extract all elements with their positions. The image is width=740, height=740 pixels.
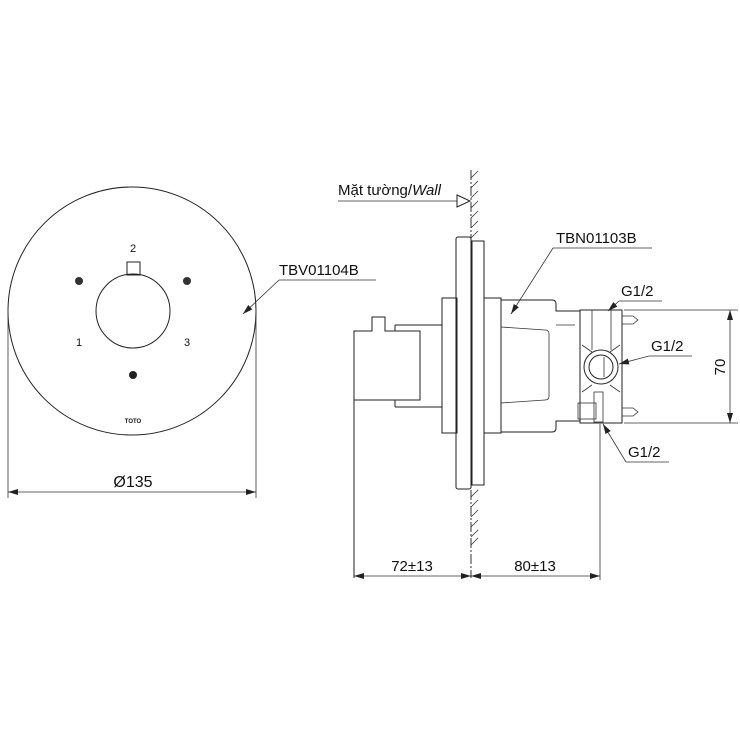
front-depth-label: 72±13 bbox=[391, 558, 433, 575]
rear-depth-label: 80±13 bbox=[514, 558, 556, 575]
indicator-dot-right bbox=[183, 277, 191, 285]
body-label-leader bbox=[510, 247, 554, 315]
position-label-2: 2 bbox=[130, 243, 136, 255]
wall-hatch-top bbox=[470, 170, 479, 239]
handle-key-notch bbox=[126, 261, 141, 276]
port-label-bottom: G1/2 bbox=[628, 444, 661, 461]
side-view: Mặt tường/Wall bbox=[338, 170, 738, 580]
indicator-dot-left bbox=[75, 277, 83, 285]
front-view: 2 1 3 TOTO TBV01104B Ø135 bbox=[7, 186, 376, 498]
center-port-inner bbox=[588, 354, 614, 380]
mount-screw-top bbox=[622, 315, 639, 325]
plate-rear bbox=[471, 240, 485, 486]
bottom-outlet bbox=[593, 391, 604, 423]
flange-front bbox=[441, 297, 458, 434]
cover-part-label: TBV01104B bbox=[279, 262, 359, 279]
wall-marker-triangle bbox=[456, 194, 472, 208]
bottom-bracket bbox=[577, 402, 597, 420]
diameter-label: Ø135 bbox=[113, 474, 152, 491]
wall-label: Mặt tường/Wall bbox=[338, 182, 442, 199]
position-label-1: 1 bbox=[76, 337, 82, 349]
flange-rear bbox=[483, 297, 502, 434]
mount-screw-bottom bbox=[622, 407, 639, 417]
wall-hatch-bottom bbox=[470, 489, 479, 546]
handle-hole-circle bbox=[95, 273, 171, 349]
port-mid-leader bbox=[618, 355, 650, 365]
port-block-hex bbox=[581, 344, 621, 393]
port-block bbox=[579, 309, 623, 424]
part-label-leader bbox=[242, 279, 280, 315]
valve-body bbox=[501, 299, 581, 433]
body-part-label: TBN01103B bbox=[556, 230, 637, 247]
valve-body-inner bbox=[500, 326, 550, 404]
brand-mark: TOTO bbox=[125, 419, 142, 425]
port-bottom-leader bbox=[602, 423, 627, 463]
handle-sleeve bbox=[394, 324, 442, 408]
handle-side bbox=[353, 316, 421, 401]
cover-plate-side bbox=[455, 236, 472, 490]
port-top-leader bbox=[607, 300, 620, 312]
indicator-dot-bottom bbox=[129, 371, 137, 379]
height-dim-label: 70 bbox=[712, 359, 729, 376]
port-label-top: G1/2 bbox=[621, 283, 654, 300]
position-label-3: 3 bbox=[184, 337, 190, 349]
cover-plate-circle bbox=[7, 186, 257, 436]
center-port-outer bbox=[583, 349, 619, 385]
port-label-middle: G1/2 bbox=[651, 338, 684, 355]
